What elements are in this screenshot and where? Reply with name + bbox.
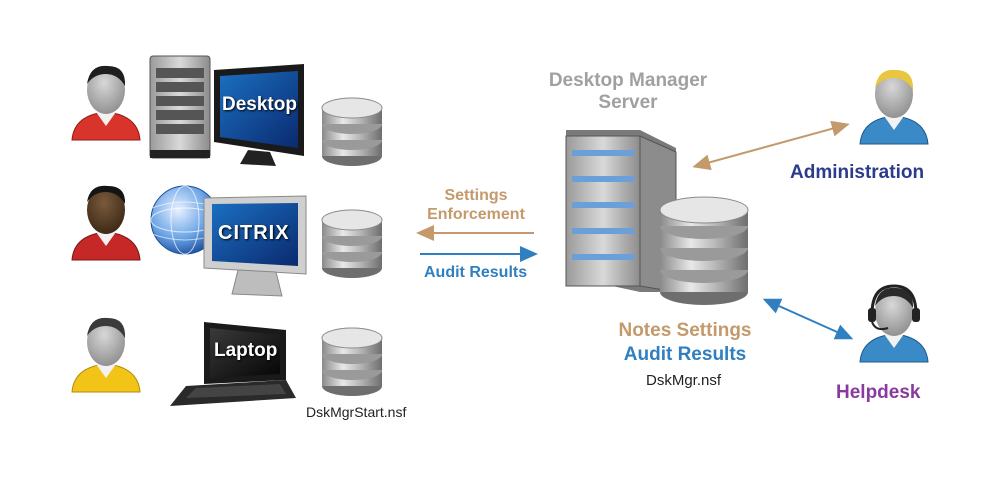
user-icon: [71, 65, 141, 141]
user-icon: [71, 185, 141, 261]
desktop-tower-icon: [149, 55, 211, 159]
server-title-line1: Desktop Manager: [548, 70, 708, 91]
server-tower-icon: [565, 130, 677, 293]
globe-icon: [150, 185, 220, 255]
citrix-monitor-icon: [203, 195, 307, 297]
database-icon: [321, 327, 383, 396]
helpdesk-arrow: [762, 298, 854, 340]
laptop-icon: [170, 322, 296, 406]
database-icon: [659, 196, 749, 305]
citrix-logo: CITRIX: [218, 222, 290, 244]
helpdesk-agent-icon: [859, 284, 929, 363]
server-db-filename: DskMgr.nsf: [646, 372, 722, 389]
database-icon: [321, 209, 383, 278]
notes-settings-label: Notes Settings: [618, 320, 752, 341]
desktop-monitor-icon: [214, 64, 304, 166]
audit-results-flow-label: Audit Results: [424, 264, 528, 281]
settings-label-line1: Settings: [444, 187, 508, 204]
settings-label-line2: Enforcement: [427, 206, 525, 223]
user-icon: [71, 317, 141, 393]
desktop-screen-label: Desktop: [222, 94, 297, 115]
administration-arrow: [692, 120, 850, 171]
server-title: Desktop Manager Server: [528, 70, 728, 114]
database-icon: [321, 97, 383, 166]
helpdesk-label: Helpdesk: [836, 382, 921, 403]
settings-enforcement-label: Settings Enforcement: [416, 186, 536, 224]
administrator-icon: [859, 69, 929, 145]
audit-results-label: Audit Results: [623, 344, 747, 365]
laptop-screen-label: Laptop: [214, 340, 278, 361]
client-db-filename: DskMgrStart.nsf: [306, 404, 407, 420]
administration-label: Administration: [790, 162, 925, 183]
server-title-line2: Server: [598, 92, 658, 113]
